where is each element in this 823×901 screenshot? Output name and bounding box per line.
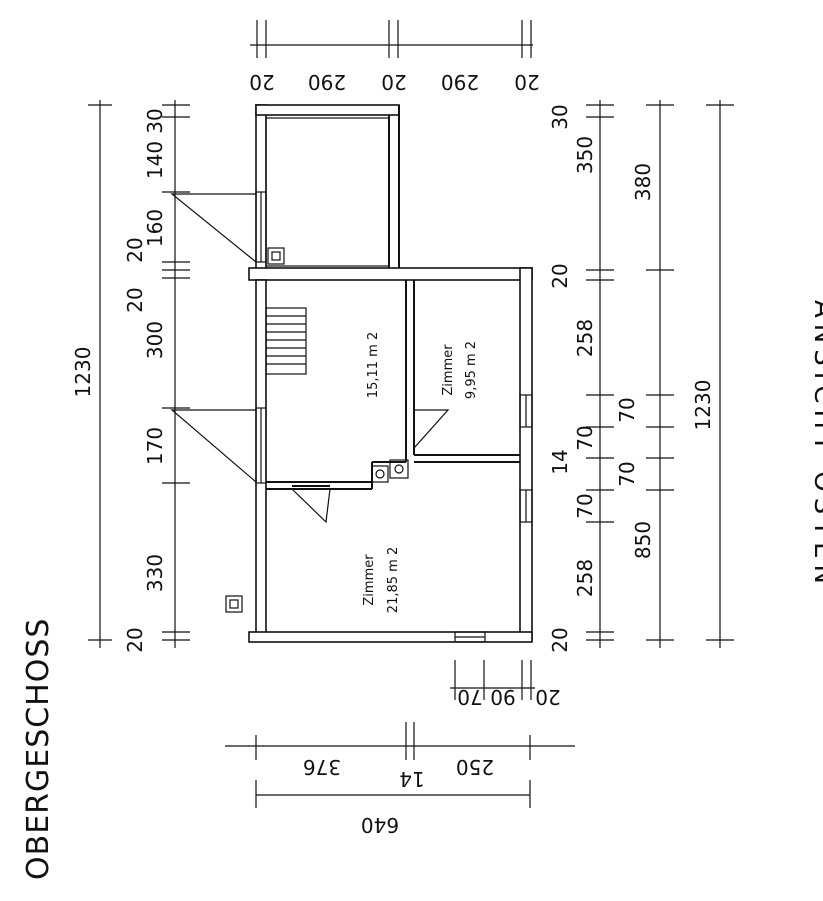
dimension-label: 160 (143, 209, 167, 247)
dimension-label: 1230 (691, 380, 715, 431)
room-name-label: Zimmer (441, 344, 456, 396)
dimension-label: 380 (631, 163, 655, 201)
flue-symbols (225, 247, 409, 613)
staircase (265, 307, 307, 375)
dimension-label: 258 (573, 319, 597, 357)
room-area-label: 21,85 m 2 (386, 547, 401, 613)
dimension-label: 90 (490, 685, 515, 709)
dimension-label: 640 (361, 813, 399, 837)
dimension-label: 350 (573, 136, 597, 174)
dimension-label: 170 (143, 427, 167, 465)
dimension-label: 850 (631, 521, 655, 559)
dimension-label: 70 (573, 493, 597, 518)
side-title: ANSICHT OSTEN (808, 300, 823, 590)
dimension-label: 70 (615, 461, 639, 486)
dimension-label: 14 (399, 767, 424, 791)
room-area-label: 15,11 m 2 (366, 332, 381, 398)
dimension-label: 20 (548, 263, 572, 288)
dimension-label: 70 (573, 425, 597, 450)
floor-title: OBERGESCHOSS (21, 618, 56, 880)
door-swings (170, 193, 450, 524)
dimension-label: 20 (249, 70, 274, 94)
dimension-label: 290 (308, 70, 346, 94)
dimension-label: 250 (456, 755, 494, 779)
dimension-label: 14 (548, 449, 572, 474)
room-name-label: Zimmer (362, 554, 377, 606)
windows (255, 191, 533, 643)
bottom-dimension-chains: 20 90 70 376 14 250 640 (225, 660, 575, 837)
dimension-label: 20 (123, 237, 147, 262)
dimension-label: 20 (548, 627, 572, 652)
dimension-label: 30 (548, 104, 572, 129)
dimension-label: 20 (381, 70, 406, 94)
dimension-label: 20 (123, 627, 147, 652)
dimension-label: 70 (615, 397, 639, 422)
dimension-label: 290 (441, 70, 479, 94)
dimension-label: 70 (457, 685, 482, 709)
dimension-label: 30 (143, 108, 167, 133)
dimension-label: 376 (303, 755, 341, 779)
dimension-label: 330 (143, 554, 167, 592)
dimension-label: 1230 (71, 347, 95, 398)
left-dimension-chain: 1230 30 140 160 20 20 300 170 330 20 (71, 100, 190, 653)
dimension-label: 20 (514, 70, 539, 94)
room-area-label: 9,95 m 2 (464, 341, 479, 399)
right-dimension-chains: 30 350 20 258 70 14 70 258 20 380 70 70 … (548, 100, 734, 653)
dimension-label: 20 (123, 287, 147, 312)
dimension-label: 300 (143, 321, 167, 359)
dimension-label: 140 (143, 141, 167, 179)
room-labels: 15,11 m 2 Zimmer 9,95 m 2 Zimmer 21,85 m… (362, 332, 479, 613)
top-dimension-chain: 20 290 20 290 20 (249, 20, 540, 94)
dimension-label: 258 (573, 559, 597, 597)
dimension-label: 20 (535, 685, 560, 709)
